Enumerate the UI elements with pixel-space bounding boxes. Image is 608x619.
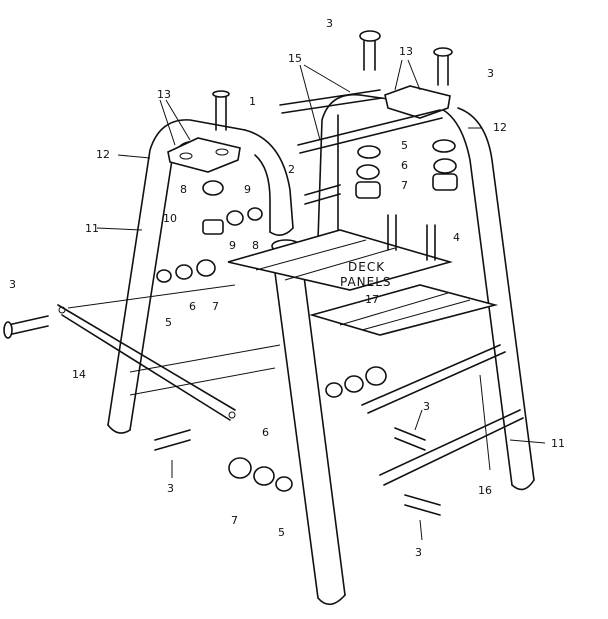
nut-washer-parts	[156, 139, 458, 492]
callout-7-right: 7	[401, 179, 408, 192]
callout-1: 1	[249, 95, 256, 108]
callout-16: 16	[478, 484, 492, 497]
right-bracket	[384, 85, 451, 119]
callout-3-bottom-right: 3	[415, 546, 422, 559]
callout-3-lower-left: 3	[167, 482, 174, 495]
leader-lines	[96, 59, 546, 541]
callout-11-right: 11	[551, 437, 565, 450]
cross-brace-left	[57, 304, 236, 421]
deck-label-line1: DECK	[348, 260, 385, 274]
callout-3-mid-right: 3	[423, 400, 430, 413]
deck-panels	[227, 229, 499, 336]
callout-7-left: 7	[212, 300, 219, 313]
callout-3-top: 3	[326, 17, 333, 30]
callout-13-right: 13	[399, 45, 413, 58]
top-rails	[279, 89, 443, 154]
bolt-parts	[3, 30, 453, 516]
callout-12-right: 12	[493, 121, 507, 134]
deck-label-line2: PANELS	[340, 275, 392, 289]
lower-floor-lines	[67, 284, 281, 396]
callout-9-mid: 9	[229, 239, 236, 252]
callout-5-right: 5	[401, 139, 408, 152]
callout-3-left: 3	[9, 278, 16, 291]
callout-numbers: 3 13 15 3 13 1 12 12 5 6 7 8 9 2 10 9 8 …	[9, 17, 565, 559]
callout-14: 14	[72, 368, 86, 381]
callout-8-mid: 8	[252, 239, 259, 252]
callout-10: 10	[163, 212, 177, 225]
callout-6-right: 6	[401, 159, 408, 172]
callout-11-left: 11	[85, 222, 99, 235]
callout-5-left: 5	[165, 316, 172, 329]
callout-17: 17	[365, 293, 379, 306]
cross-braces-right	[361, 344, 524, 486]
callout-7-bottom: 7	[231, 514, 238, 527]
callout-12-left: 12	[96, 148, 110, 161]
left-bracket	[167, 137, 241, 173]
callout-4: 4	[453, 231, 460, 244]
callout-6-bottom: 6	[262, 426, 269, 439]
callout-2: 2	[288, 163, 295, 176]
callout-9-top: 9	[244, 183, 251, 196]
callout-15: 15	[288, 52, 302, 65]
callout-13-left: 13	[157, 88, 171, 101]
callout-6-left: 6	[189, 300, 196, 313]
callout-3-top-right: 3	[487, 67, 494, 80]
callout-8-top: 8	[180, 183, 187, 196]
callout-5-bottom: 5	[278, 526, 285, 539]
deck-panels-label: DECK PANELS	[340, 260, 392, 289]
front-upright-tube	[271, 239, 346, 606]
